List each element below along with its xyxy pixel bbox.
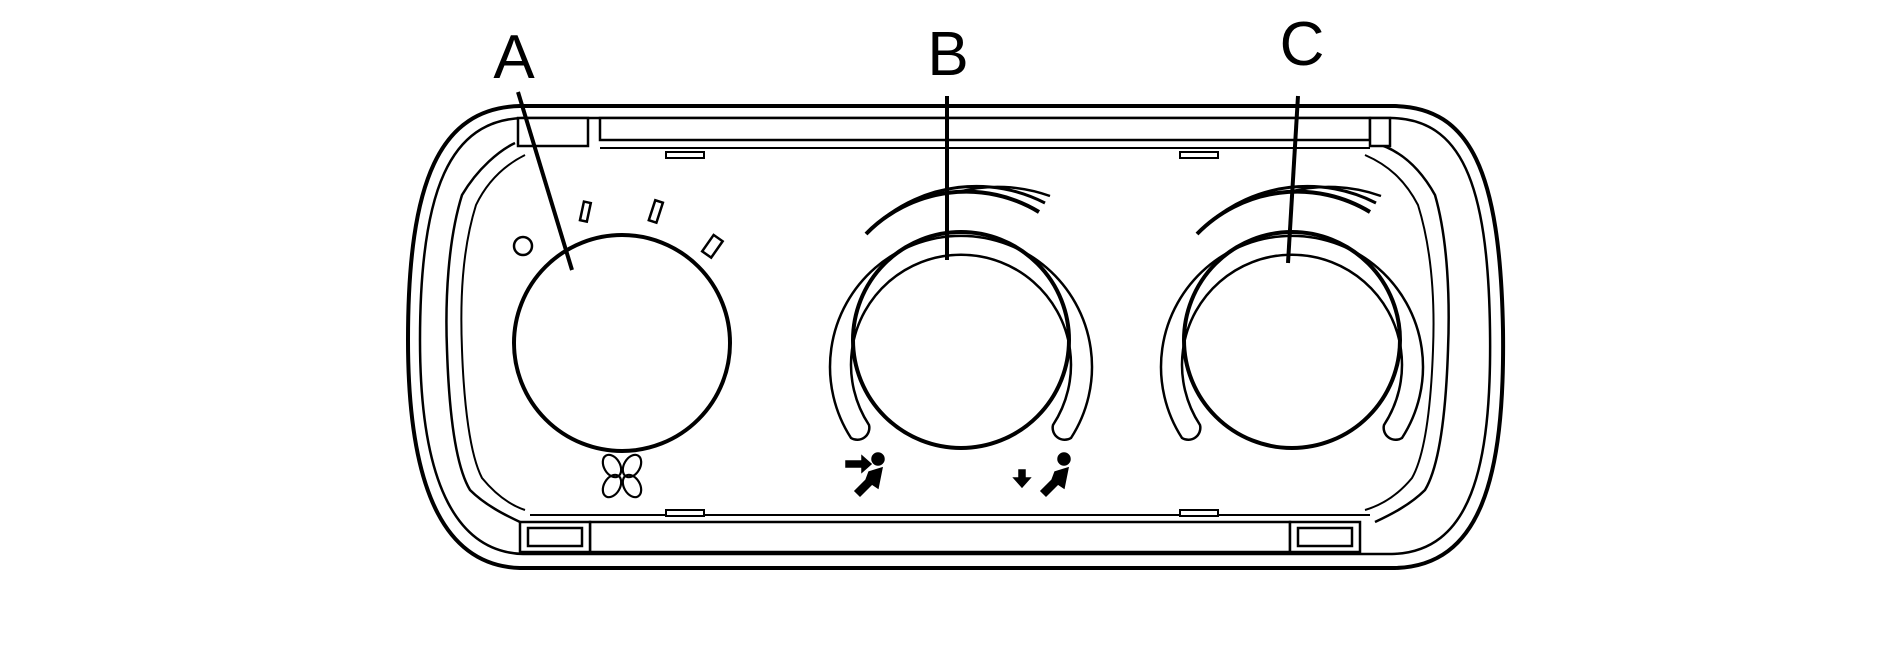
- fan-off-mark: [512, 235, 534, 257]
- fan-icon: [601, 453, 643, 499]
- fan-speed-3-mark: [700, 233, 725, 260]
- knob-c-scale-arc-2: [1208, 184, 1377, 225]
- knob-b-mode: [828, 184, 1094, 498]
- leader-line-a: [516, 91, 574, 271]
- bezel-right-inner-contour-2: [1364, 154, 1435, 511]
- bezel-left-inner-contour-2: [460, 154, 526, 511]
- knob-b-dial: [851, 230, 1071, 450]
- fan-speed-1-mark: [578, 200, 593, 224]
- vent-mode-icon: [845, 452, 885, 498]
- knob-a-fan: [512, 198, 732, 499]
- bezel-outer-edge: [406, 104, 1506, 570]
- top-rail-notch-left: [665, 151, 705, 159]
- knob-b-scale-arc-3: [957, 185, 1051, 198]
- knob-c-scale-arc-3: [1288, 185, 1382, 198]
- knob-c-dial: [1182, 230, 1402, 450]
- floor-mode-icon: [1012, 452, 1071, 498]
- knob-b-scale-arc-2: [877, 184, 1046, 225]
- knob-c-temperature: [1159, 184, 1425, 450]
- panel-bezel: [406, 104, 1506, 570]
- callout-label-c: C: [1280, 10, 1325, 79]
- top-right-clip: [1368, 116, 1392, 148]
- top-rail-notch-right: [1179, 151, 1219, 159]
- bottom-rail-notch-left: [665, 509, 705, 517]
- leader-line-c: [1286, 95, 1300, 264]
- knob-c-outer-track: [1159, 234, 1425, 442]
- bottom-right-clip-slot: [1296, 526, 1354, 548]
- knob-b-outer-track: [828, 234, 1094, 442]
- bezel-left-inner-contour: [445, 141, 521, 524]
- callout-label-a: A: [493, 23, 535, 92]
- fan-speed-2-mark: [647, 198, 665, 225]
- top-rail-strip: [598, 116, 1372, 142]
- bottom-rail-strip: [588, 520, 1292, 554]
- knob-a-dial: [512, 233, 732, 453]
- bezel-inner-edge: [418, 116, 1492, 556]
- bezel-right-inner-contour: [1374, 141, 1450, 524]
- top-rail: [516, 116, 1392, 159]
- callout-label-b: B: [927, 20, 968, 89]
- callout-leaders: [516, 91, 1300, 271]
- bottom-rail: [518, 509, 1370, 554]
- bottom-rail-notch-right: [1179, 509, 1219, 517]
- bottom-left-clip-slot: [526, 526, 584, 548]
